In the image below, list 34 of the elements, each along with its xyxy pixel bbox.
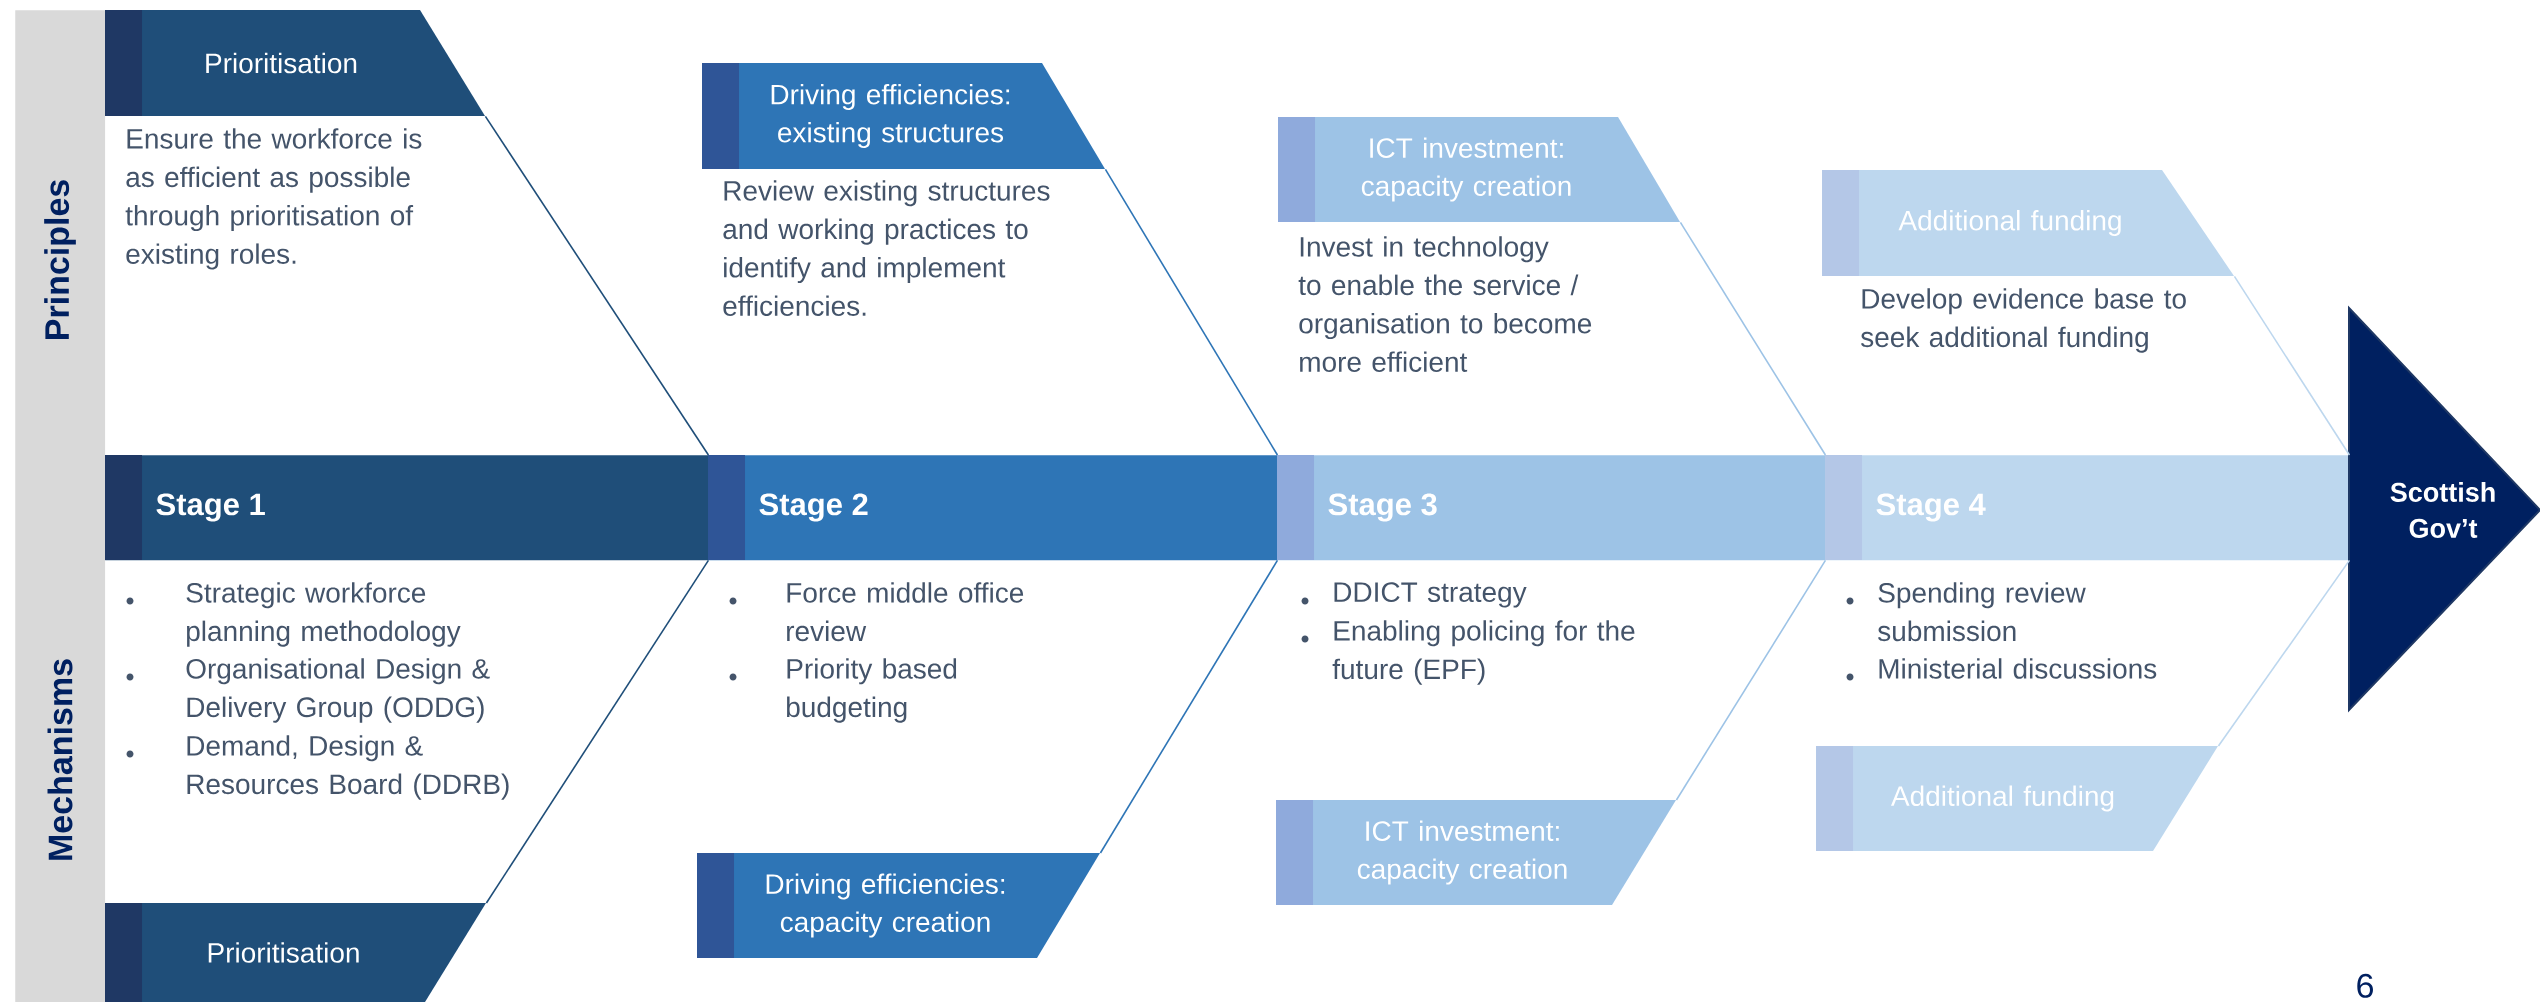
- stage-bar: Stage 2: [708, 455, 1278, 561]
- description-text: Develop evidence base to seek additional funding: [1861, 288, 2186, 353]
- tab-banner: Additional funding: [1822, 170, 2235, 276]
- tab-banner: Prioritisation: [105, 903, 486, 1002]
- tab-banner: Driving efficiencies: capacity creation: [697, 853, 1100, 958]
- stage-bar: Stage 3: [1277, 455, 1826, 561]
- connector-line: [485, 559, 710, 904]
- connector-line: [484, 115, 710, 456]
- description-text: Ensure the workforce is as efficient as possible through prioritisation of existing roles.: [125, 128, 422, 270]
- description-text: Invest in technology to enable the service / organisation to become more efficient: [1298, 236, 1592, 372]
- connector-line: [1675, 559, 1827, 801]
- stage-bar: Stage 1: [105, 455, 709, 561]
- connector-line: [1099, 559, 1279, 854]
- tab-banner: ICT investment: capacity creation: [1276, 800, 1676, 905]
- page-number: 6: [2357, 973, 2373, 998]
- description-text: Review existing structures and working practices to identify and implement efficiencies.: [723, 180, 1050, 316]
- connector-line: [1679, 221, 1827, 456]
- bullet-item: Organisational Design & Delivery Group (ODDG): [126, 658, 490, 723]
- tab-banner: ICT investment: capacity creation: [1278, 117, 1680, 222]
- stage-bar: Stage 4: [1825, 455, 2350, 561]
- section-label: Principles: [44, 180, 76, 339]
- bullet-item: Spending review submission: [1846, 582, 2086, 642]
- bullet-item: Ministerial discussions: [1846, 658, 2157, 681]
- bullet-item: Demand, Design & Resources Board (DDRB): [126, 735, 509, 800]
- bullet-item: Enabling policing for the future (EPF): [1301, 620, 1635, 685]
- tab-banner: Prioritisation: [105, 10, 485, 116]
- connector-line: [1104, 168, 1279, 456]
- tab-banner: Driving efficiencies: existing structures: [702, 63, 1105, 169]
- section-label: Mechanisms: [47, 659, 73, 860]
- bullet-item: DDICT strategy: [1301, 582, 1527, 608]
- bullet-item: Strategic workforce planning methodology: [126, 582, 461, 647]
- tab-banner: Additional funding: [1816, 746, 2219, 851]
- bullet-item: Priority based budgeting: [729, 658, 957, 723]
- bullet-item: Force middle office review: [729, 582, 1024, 642]
